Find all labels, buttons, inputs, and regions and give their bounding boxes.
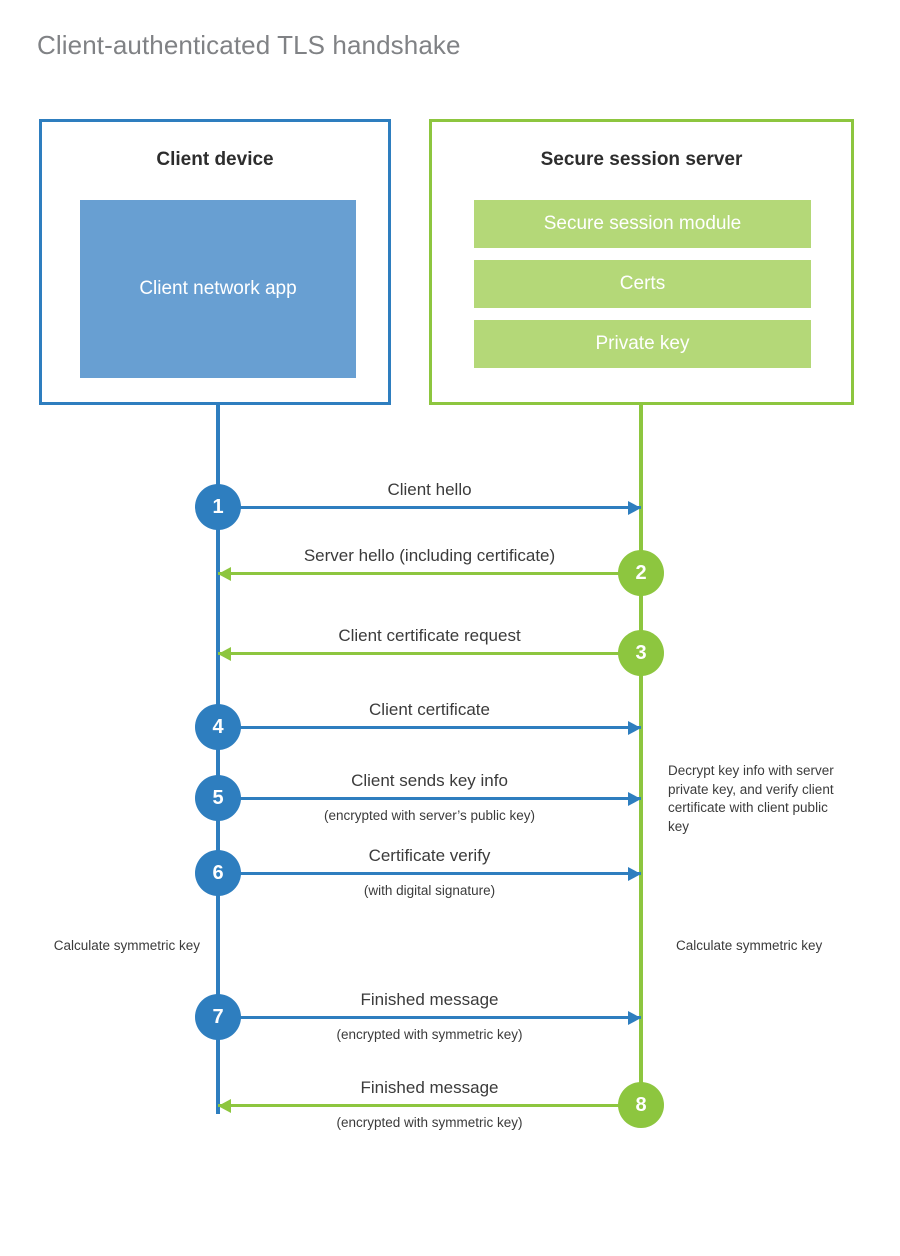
server-item-private-key: Private key	[474, 320, 811, 368]
arrowhead-6	[628, 867, 641, 881]
message-sublabel-8: (encrypted with symmetric key)	[336, 1115, 523, 1130]
client-network-app-block: Client network app	[80, 200, 356, 378]
step-circle-8[interactable]: 8	[618, 1082, 664, 1128]
server-lifeline	[639, 402, 643, 1108]
step-circle-2[interactable]: 2	[618, 550, 664, 596]
message-line-8	[218, 1104, 641, 1107]
step-circle-6[interactable]: 6	[195, 850, 241, 896]
message-line-1	[218, 506, 641, 509]
step-circle-7[interactable]: 7	[195, 994, 241, 1040]
arrowhead-5	[628, 792, 641, 806]
page-title: Client-authenticated TLS handshake	[37, 30, 461, 60]
note-server-calculate-symmetric-key: Calculate symmetric key	[676, 938, 823, 953]
message-label-3: Client certificate request	[338, 626, 521, 645]
message-sublabel-6: (with digital signature)	[363, 883, 496, 898]
message-label-2: Server hello (including certificate)	[303, 546, 556, 565]
message-sublabel-5: (encrypted with server’s public key)	[323, 808, 536, 823]
arrowhead-4	[628, 721, 641, 735]
step-circle-4[interactable]: 4	[195, 704, 241, 750]
message-label-5: Client sends key info	[351, 771, 508, 790]
message-line-3	[218, 652, 641, 655]
arrowhead-1	[628, 501, 641, 515]
server-item-secure-session-module: Secure session module	[474, 200, 811, 248]
step-circle-5[interactable]: 5	[195, 775, 241, 821]
secure-session-server-title: Secure session server	[540, 149, 743, 170]
message-line-7	[218, 1016, 641, 1019]
server-item-certs: Certs	[474, 260, 811, 308]
arrowhead-7	[628, 1011, 641, 1025]
message-line-6	[218, 872, 641, 875]
secure-session-server-box: Secure session server Secure session mod…	[429, 119, 854, 405]
arrowhead-3	[218, 647, 231, 661]
message-label-6: Certificate verify	[368, 846, 491, 865]
message-label-1: Client hello	[387, 480, 472, 499]
arrowhead-8	[218, 1099, 231, 1113]
message-line-4	[218, 726, 641, 729]
client-device-title: Client device	[156, 149, 274, 170]
arrowhead-2	[218, 567, 231, 581]
message-line-5	[218, 797, 641, 800]
message-label-4: Client certificate	[369, 700, 490, 719]
step-circle-3[interactable]: 3	[618, 630, 664, 676]
message-label-7: Finished message	[360, 990, 499, 1009]
note-client-calculate-symmetric-key: Calculate symmetric key	[53, 938, 200, 953]
note-server-decrypt: Decrypt key info with server private key…	[668, 763, 834, 834]
message-label-8: Finished message	[360, 1078, 499, 1097]
message-line-2	[218, 572, 641, 575]
message-sublabel-7: (encrypted with symmetric key)	[336, 1027, 523, 1042]
client-lifeline	[216, 402, 220, 1114]
client-device-box: Client device Client network app	[39, 119, 391, 405]
step-circle-1[interactable]: 1	[195, 484, 241, 530]
server-components-stack: Secure session module Certs Private key	[474, 200, 811, 368]
